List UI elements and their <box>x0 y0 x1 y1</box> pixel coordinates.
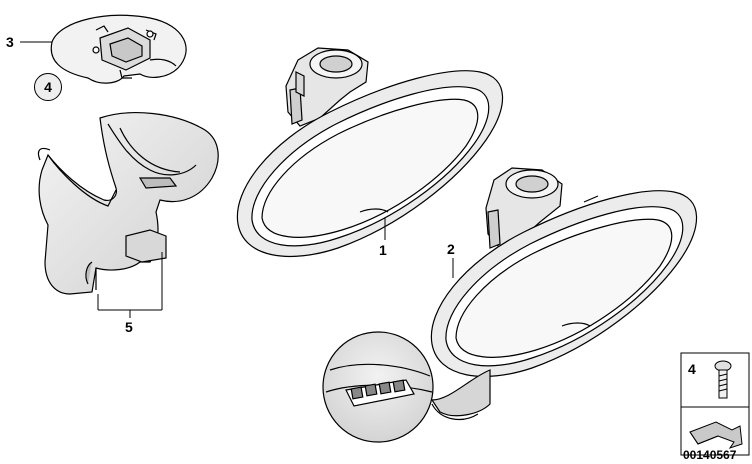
callout-part-2: 2 <box>447 241 455 257</box>
callout-part-5: 5 <box>125 319 133 335</box>
rear-view-mirror-part-1 <box>236 47 504 258</box>
mounting-plate-part-3 <box>20 14 187 84</box>
reference-number: 00140567 <box>683 448 737 462</box>
callout-part-1: 1 <box>379 242 387 258</box>
legend-screw-label: 4 <box>688 361 696 377</box>
legend-symbol-box <box>680 406 750 456</box>
mirror-cover-part-5 <box>37 112 219 318</box>
callout-part-4-circled: 4 <box>34 73 62 101</box>
rear-view-mirror-part-2 <box>322 167 698 443</box>
callout-part-3: 3 <box>6 34 14 50</box>
legend-screw-box <box>680 352 750 408</box>
